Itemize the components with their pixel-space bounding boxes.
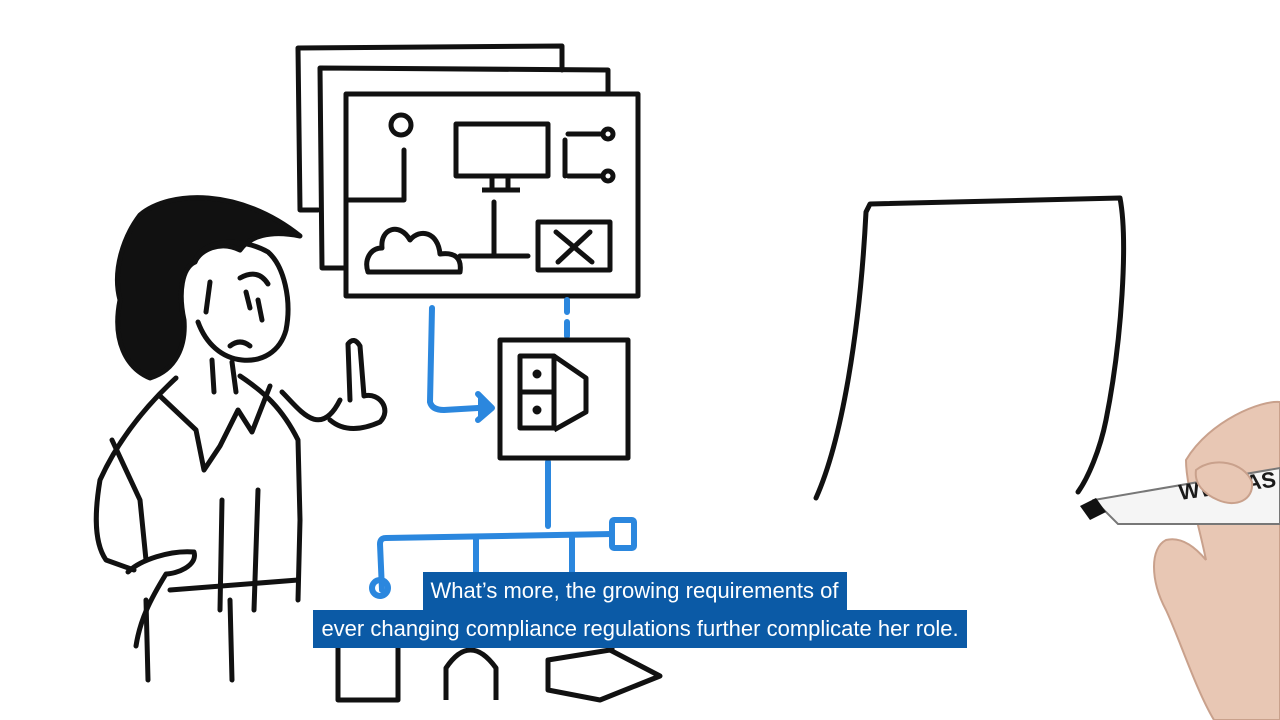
door-frame-icon: [813, 195, 1126, 501]
hand-with-marker-icon: WWW.AS: [1080, 400, 1280, 720]
blue-connector-lines: [369, 297, 637, 599]
subtitle-caption: What’s more, the growing requirements of…: [0, 572, 1280, 648]
cloud-icon: [364, 226, 463, 275]
subtitle-line-1: What’s more, the growing requirements of: [422, 572, 847, 610]
monitor-icon: [453, 121, 551, 193]
woman-figure-icon: [93, 195, 388, 683]
network-diagram-icon: [295, 43, 641, 299]
subtitle-line-2: ever changing compliance regulations fur…: [313, 610, 967, 648]
server-cabinet-icon: [497, 337, 631, 461]
